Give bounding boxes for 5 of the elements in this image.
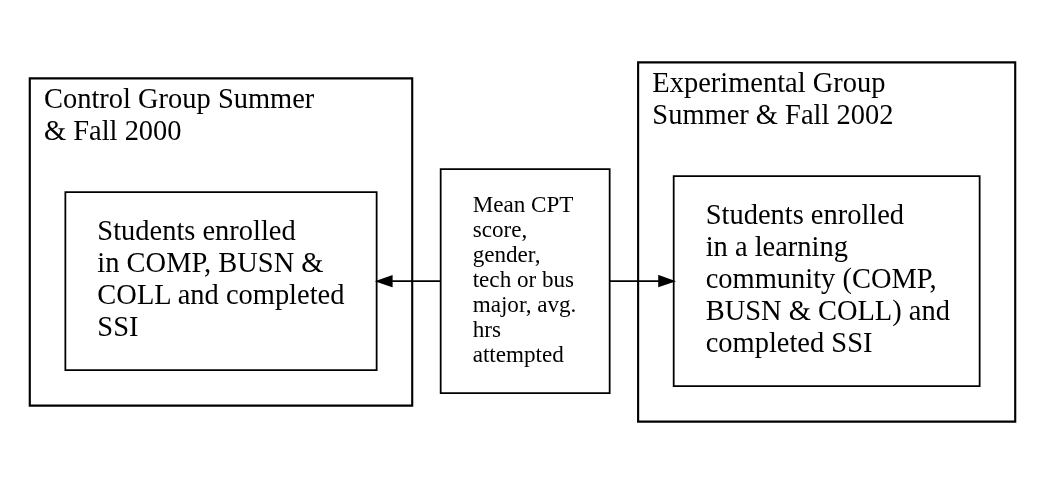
node-box: Mean CPT score, gender, tech or bus major, avg. hrs attempted (439, 167, 611, 394)
node-box: Students enrolled in COMP, BUSN & COLL and completed SSI (64, 190, 378, 371)
arrow (374, 274, 441, 287)
arrow (609, 274, 676, 287)
node-box: Students enrolled in a learning community (COMP, BUSN & COLL) and completed SSI (672, 174, 981, 387)
